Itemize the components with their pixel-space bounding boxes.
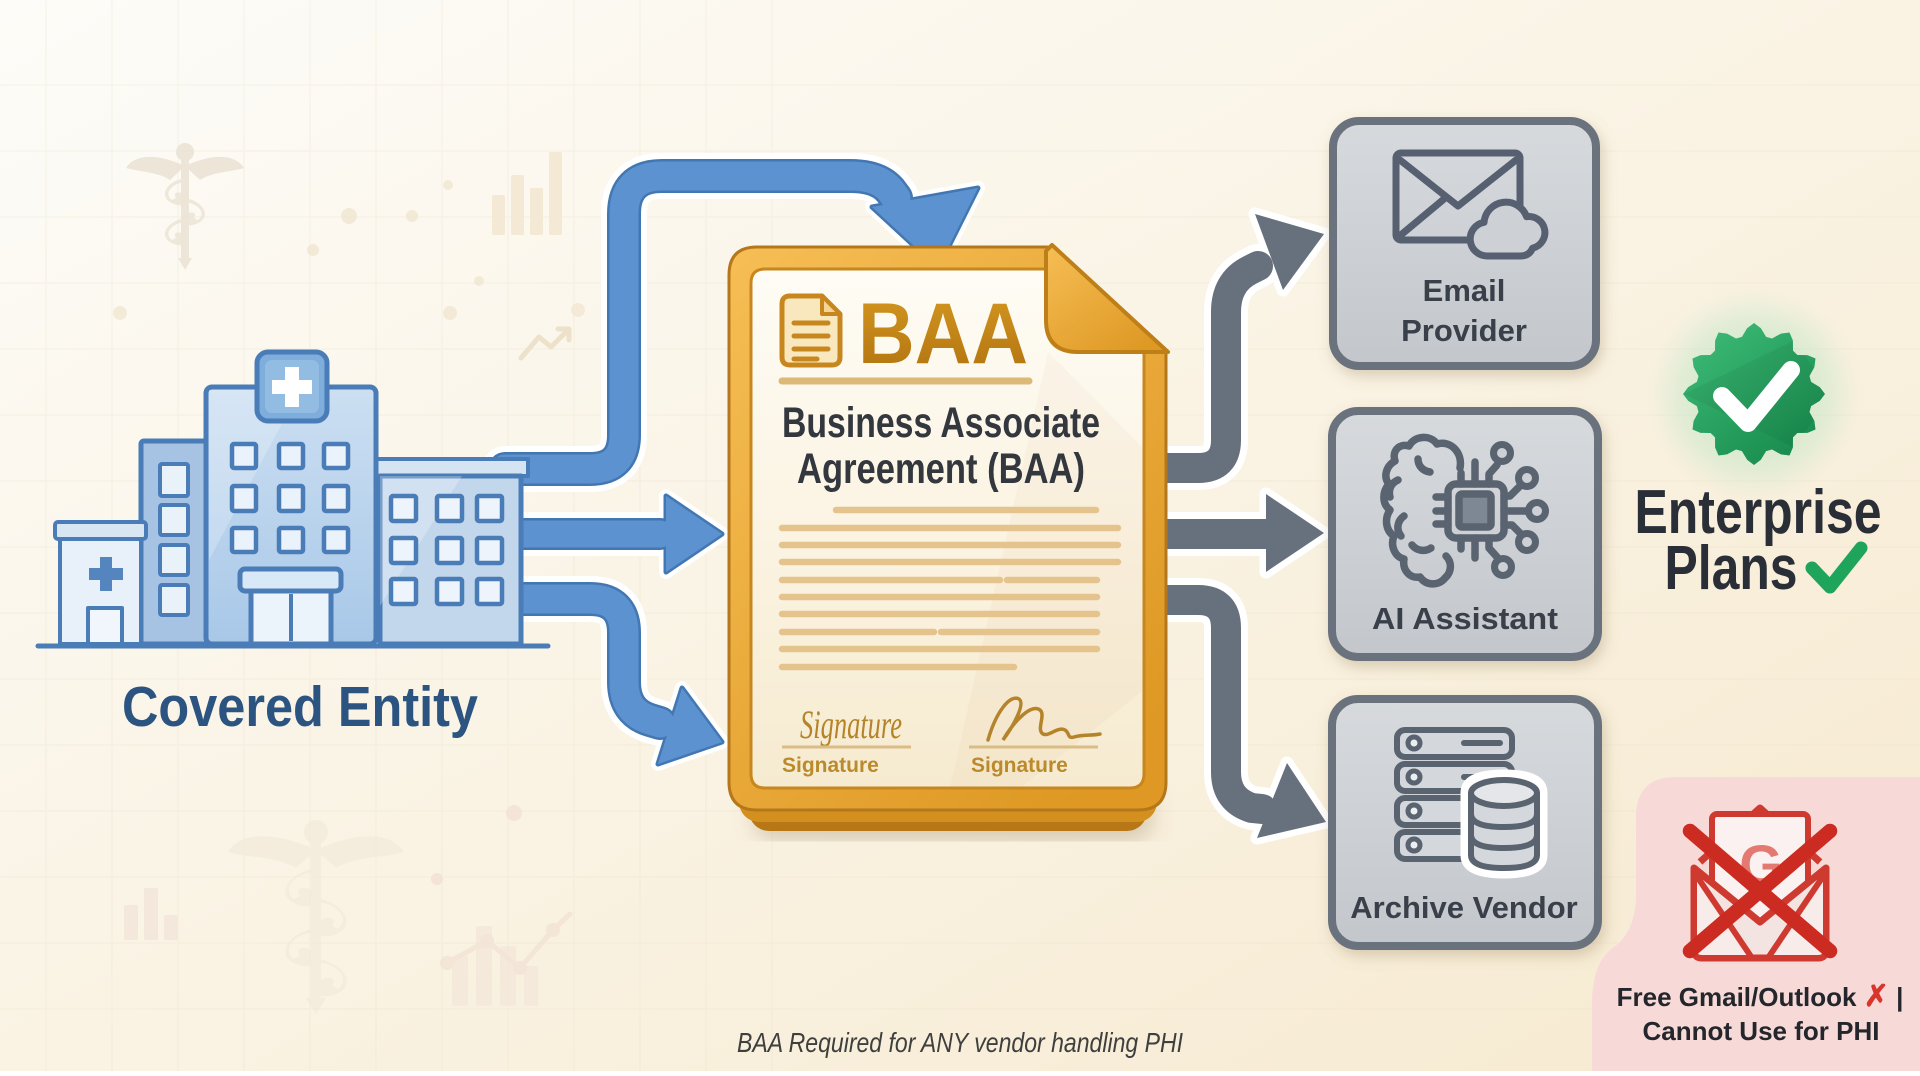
svg-text:Email: Email — [1423, 273, 1506, 308]
svg-text:Plans: Plans — [1665, 534, 1798, 603]
svg-text:AI Assistant: AI Assistant — [1372, 601, 1558, 636]
svg-text:Archive Vendor: Archive Vendor — [1350, 890, 1577, 925]
svg-text:Agreement (BAA): Agreement (BAA) — [797, 445, 1085, 493]
svg-text:Signature: Signature — [971, 754, 1068, 777]
svg-text:Enterprise: Enterprise — [1635, 478, 1882, 547]
svg-text:BAA Required for ANY vendor ha: BAA Required for ANY vendor handling PHI — [737, 1027, 1183, 1058]
svg-text:Signature: Signature — [800, 702, 902, 747]
svg-text:Provider: Provider — [1401, 313, 1527, 348]
svg-text:BAA: BAA — [858, 286, 1028, 382]
svg-text:Covered Entity: Covered Entity — [122, 675, 478, 739]
svg-text:Signature: Signature — [782, 754, 879, 777]
svg-text:Free Gmail/Outlook ✗ |: Free Gmail/Outlook ✗ | — [1617, 980, 1904, 1013]
svg-text:Business Associate: Business Associate — [782, 399, 1100, 447]
svg-text:Cannot Use for PHI: Cannot Use for PHI — [1643, 1016, 1880, 1046]
